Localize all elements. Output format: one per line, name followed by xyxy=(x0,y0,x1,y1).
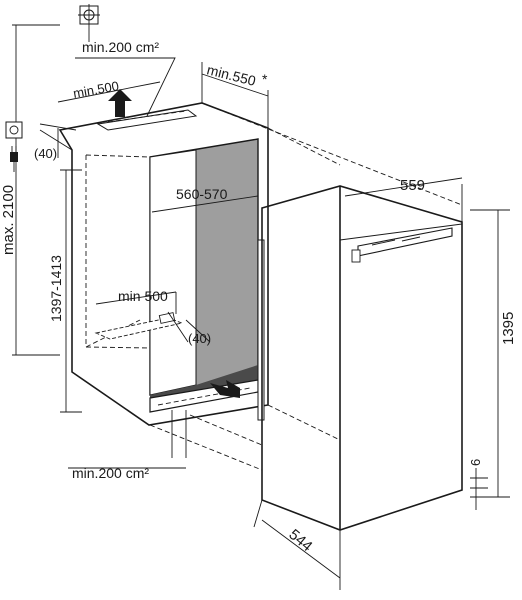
plug-icon xyxy=(10,146,18,172)
label-appliance-depth: 544 xyxy=(285,526,315,555)
airflow-up-arrow xyxy=(108,89,132,117)
label-depth-top: min.550 xyxy=(205,61,257,89)
airflow-in-arrow xyxy=(210,380,240,398)
label-appliance-width: 559 xyxy=(400,177,425,194)
crosshair-icon xyxy=(78,4,100,26)
label-vent-width-bottom: min 500 xyxy=(118,288,168,304)
appliance xyxy=(261,185,463,531)
dimension-lines xyxy=(5,4,510,590)
label-gap-40-bottom: (40) xyxy=(188,331,211,346)
socket-icon xyxy=(5,121,23,139)
label-height-max: max. 2100 xyxy=(0,185,17,255)
label-vent-top: min.200 cm² xyxy=(82,39,159,55)
label-appliance-height: 1395 xyxy=(500,312,517,345)
arrow-up-icon xyxy=(108,89,132,117)
label-gap-40-top: (40) xyxy=(34,146,57,161)
niche-cabinet xyxy=(58,102,269,426)
projection-lines xyxy=(149,102,463,471)
label-niche-width: 560-570 xyxy=(176,186,228,202)
label-door-offset: 6 xyxy=(468,459,483,466)
arrow-right-icon xyxy=(210,380,240,398)
niche-floor xyxy=(150,365,258,400)
label-star: * xyxy=(262,71,268,87)
appliance-top-grille xyxy=(357,227,453,257)
label-niche-height: 1397-1413 xyxy=(48,255,64,322)
label-vent-bottom: min.200 cm² xyxy=(72,465,149,481)
dimension-labels: min.200 cm² min.550 * min.500 (40) max. … xyxy=(0,39,517,555)
